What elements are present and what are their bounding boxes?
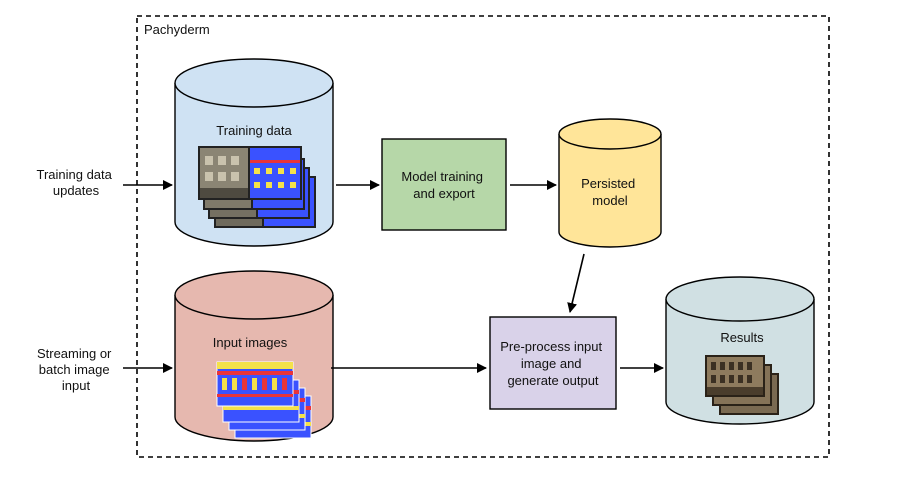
results-top bbox=[665, 276, 815, 322]
training-data-label: Training data bbox=[216, 123, 292, 138]
arrow-persisted-model-to-preprocess bbox=[567, 253, 585, 313]
results-label: Results bbox=[720, 330, 764, 345]
input-images-label: Input images bbox=[213, 335, 288, 350]
training-data-top bbox=[174, 58, 334, 108]
preprocess-box bbox=[489, 316, 617, 410]
results-image-stack bbox=[705, 355, 779, 415]
streaming-input-label: Streaming or batch image input bbox=[37, 346, 115, 393]
model-training-label: Model training and export bbox=[401, 169, 486, 201]
training-updates-label: Training data updates bbox=[36, 167, 115, 198]
pachyderm-boundary bbox=[136, 15, 830, 458]
persisted-model-label: Persisted model bbox=[581, 176, 639, 208]
pachyderm-label: Pachyderm bbox=[144, 22, 210, 37]
persisted-model-top bbox=[558, 118, 662, 150]
input-images-top bbox=[174, 270, 334, 320]
results-cylinder: Results bbox=[665, 276, 815, 425]
input-images-cylinder: Input images bbox=[174, 270, 334, 442]
persisted-model-body bbox=[558, 134, 662, 248]
persisted-model-cylinder: Persisted model bbox=[558, 118, 662, 248]
model-training-box bbox=[381, 138, 507, 231]
preprocess-label: Pre-process input image and generate out… bbox=[500, 339, 606, 388]
input-image-stack bbox=[216, 361, 312, 439]
training-image-stack bbox=[198, 146, 316, 228]
model-training-node: Model training and export bbox=[381, 138, 507, 231]
preprocess-node: Pre-process input image and generate out… bbox=[489, 316, 617, 410]
training-data-cylinder: Training data bbox=[174, 58, 334, 247]
